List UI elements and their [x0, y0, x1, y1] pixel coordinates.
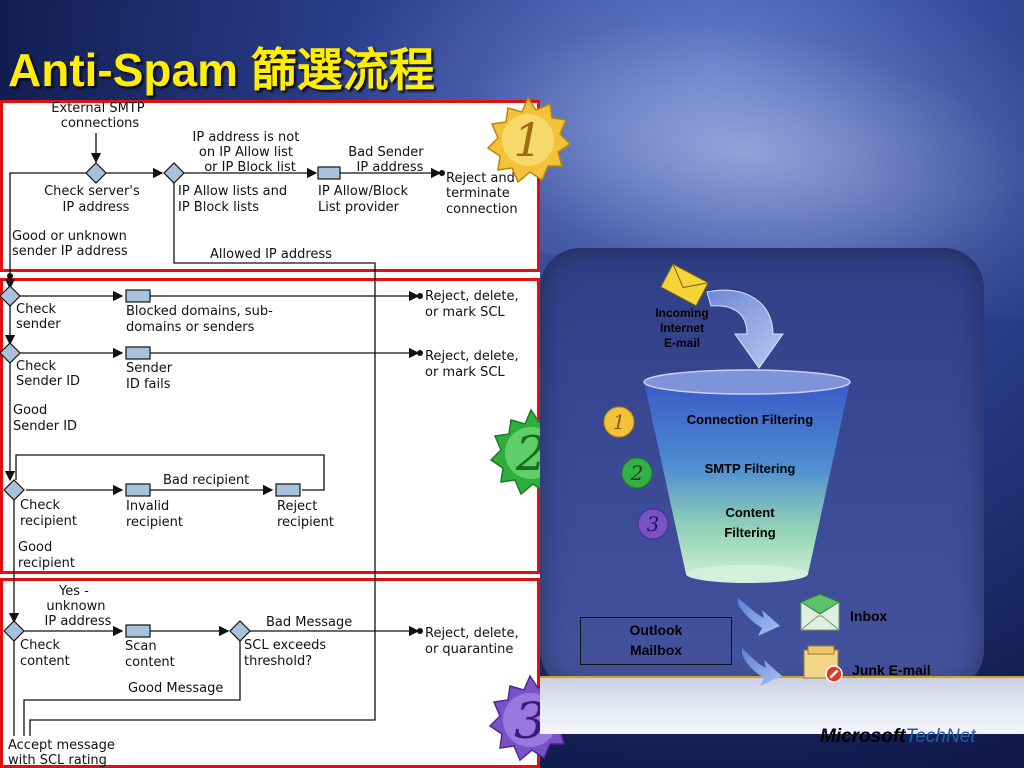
external-smtp-label: External SMTP connections [51, 101, 148, 131]
svg-text:3: 3 [647, 512, 660, 536]
page-title: Anti-Spam 篩選流程 [8, 44, 435, 96]
floor-reflection [540, 676, 1024, 734]
check-server-ip-label: Check server's IP address [44, 184, 144, 215]
decision-diamond [163, 162, 185, 184]
bad-recipient-label: Bad recipient [163, 473, 249, 488]
stage-1-box [0, 100, 540, 272]
blocked-domains-label: Blocked domains, sub- domains or senders [126, 304, 277, 335]
bad-sender-ip-label: Bad Sender IP address [348, 145, 428, 175]
check-sender-id-label: Check Sender ID [16, 359, 80, 389]
reject-terminate-label: Reject and terminate connection [446, 171, 519, 217]
process-box [125, 289, 151, 303]
small-seal-3-icon: 3 [637, 508, 669, 540]
process-box [125, 624, 151, 638]
check-sender-label: Check sender [16, 302, 61, 332]
reject-quarantine-label: Reject, delete, or quarantine [425, 626, 523, 657]
smtp-filtering-label: SMTP Filtering [704, 461, 796, 476]
reject-delete-scl-2-label: Reject, delete, or mark SCL [425, 349, 523, 380]
check-recipient-label: Check recipient [20, 498, 77, 529]
junk-email-icon [803, 645, 843, 683]
junk-email-label: Junk E-mail [852, 662, 931, 678]
outlook-mailbox-label: Outlook Mailbox [629, 622, 683, 658]
small-seal-2-icon: 2 [621, 457, 653, 489]
accept-message-label: Accept message with SCL rating [8, 738, 119, 768]
reject-recipient-label: Reject recipient [277, 499, 334, 530]
stage-1-seal-icon: 1 [486, 96, 572, 184]
svg-text:2: 2 [630, 461, 644, 485]
decision-diamond [0, 342, 21, 364]
incoming-email-label: Incoming Internet E-mail [655, 306, 709, 350]
decision-diamond [85, 162, 107, 184]
good-sender-id-label: Good Sender ID [13, 403, 77, 434]
floor-line [540, 676, 1024, 678]
stage-3-box [0, 578, 540, 768]
process-box [125, 346, 151, 360]
output-arrows [738, 598, 782, 686]
invalid-recipient-label: Invalid recipient [126, 499, 183, 530]
process-box [125, 483, 151, 497]
bad-message-label: Bad Message [266, 615, 352, 630]
incoming-arrow-graphic [660, 263, 784, 369]
filter-funnel [643, 369, 851, 583]
decision-diamond [0, 285, 21, 307]
flowchart-panel: External SMTP connections Check server's… [0, 100, 540, 768]
inbox-label: Inbox [850, 608, 888, 624]
envelope-icon [660, 263, 709, 307]
svg-text:1: 1 [513, 113, 542, 167]
flowchart-diagram: External SMTP connections Check server's… [0, 101, 523, 768]
process-box [317, 166, 341, 180]
scl-exceeds-label: SCL exceeds threshold? [244, 638, 330, 669]
connection-filtering-label: Connection Filtering [686, 412, 814, 427]
good-unknown-ip-label: Good or unknown sender IP address [12, 229, 131, 259]
allowed-ip-label: Allowed IP address [210, 247, 332, 262]
decision-diamond [229, 620, 251, 642]
content-filtering-label: Content Filtering [724, 505, 776, 540]
good-message-label: Good Message [128, 681, 223, 696]
ip-not-on-list-label: IP address is not on IP Allow list or IP… [193, 130, 304, 175]
good-recipient-label: Good recipient [18, 540, 75, 571]
small-seal-1-icon: 1 [603, 406, 635, 438]
yes-unknown-ip-label: Yes - unknown IP address [45, 584, 112, 629]
reject-delete-scl-1-label: Reject, delete, or mark SCL [425, 289, 523, 320]
svg-text:1: 1 [613, 410, 626, 434]
ip-allow-block-lists-label: IP Allow lists and IP Block lists [178, 184, 291, 215]
scan-content-label: Scan content [125, 639, 175, 670]
outlook-mailbox-box [580, 617, 732, 665]
check-content-label: Check content [20, 638, 70, 669]
decision-diamond [3, 479, 25, 501]
decision-diamond [3, 620, 25, 642]
process-box [275, 483, 301, 497]
sender-id-fails-label: Sender ID fails [126, 361, 176, 392]
inbox-icon [799, 593, 841, 631]
ip-provider-label: IP Allow/Block List provider [318, 184, 412, 215]
microsoft-technet-logo: MicrosoftTechNet [820, 726, 976, 747]
